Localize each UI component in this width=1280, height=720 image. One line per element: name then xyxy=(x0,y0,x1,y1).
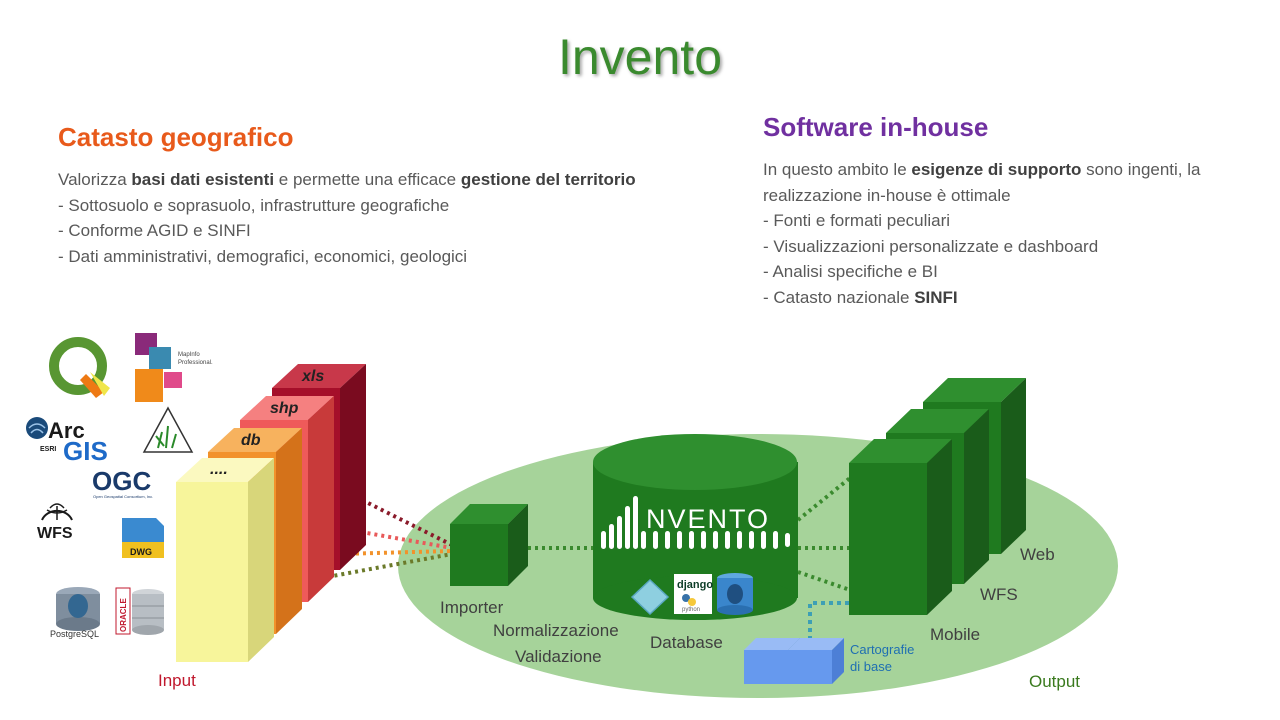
input-label-db: db xyxy=(241,432,261,449)
arcgis-text-arc: Arc xyxy=(48,418,85,443)
validation-label: Validazione xyxy=(515,647,602,666)
connector-mobile xyxy=(797,570,851,592)
database-cylinder: NVENTO django python xyxy=(593,434,798,620)
qgis-icon xyxy=(49,337,110,398)
connector-shp xyxy=(332,525,453,550)
cartografie-label: Cartografie di base xyxy=(850,641,914,675)
invento-logo-mark xyxy=(601,496,790,549)
postgres-db-icon xyxy=(717,573,753,615)
leaflet-icon xyxy=(630,578,670,616)
software-item: - Catasto nazionale SINFI xyxy=(763,285,1253,311)
grass-logo xyxy=(142,406,194,453)
software-intro-bold: esigenze di supporto xyxy=(911,160,1082,179)
importer-cube xyxy=(450,504,528,586)
input-box-dots xyxy=(176,458,274,662)
software-item-bold: SINFI xyxy=(914,287,958,307)
catasto-item: - Dati amministrativi, demografici, econ… xyxy=(58,246,468,266)
mapinfo-text-2: Professional. xyxy=(178,360,213,366)
output-web-label: Web xyxy=(1020,545,1055,564)
connector-xls xyxy=(361,498,453,547)
oracle-db-logo: ORACLE xyxy=(115,587,164,635)
ogc-logo: OGC Open Geospatial Consortium, Inc. xyxy=(92,466,153,499)
catasto-intro: Valorizza basi dati esistenti e permette… xyxy=(58,167,738,193)
arcgis-text-gis: GIS xyxy=(63,436,108,466)
database-label: Database xyxy=(650,633,723,652)
software-heading: Software in-house xyxy=(763,112,989,142)
catasto-intro-bold-2: gestione del territorio xyxy=(460,170,636,189)
software-intro-post: sono ingenti, la realizzazione in-house … xyxy=(763,160,1201,205)
output-mobile-label: Mobile xyxy=(930,625,981,644)
normalization-label: Normalizzazione xyxy=(493,621,619,640)
oracle-text: ORACLE xyxy=(119,598,128,632)
importer-label: Importer xyxy=(440,598,504,617)
cartografie-cubes xyxy=(744,638,844,684)
cartografie-line-1: Cartografie xyxy=(850,642,915,657)
cartografie-line-2: di base xyxy=(850,659,892,674)
connector-db xyxy=(299,549,453,557)
catasto-heading: Catasto geografico xyxy=(58,122,294,152)
python-text: python xyxy=(682,607,700,613)
catasto-intro-bold-1: basi dati esistenti xyxy=(131,170,275,189)
postgresql-logo: PostgreSQL xyxy=(50,587,100,639)
django-text: django xyxy=(677,579,713,591)
wfs-logo-text: WFS xyxy=(37,525,73,542)
catasto-intro-mid: e permette una efficace xyxy=(274,170,461,189)
output-connectors xyxy=(796,476,852,592)
software-item-pre: - Catasto nazionale xyxy=(763,287,915,307)
django-python-icon: django python xyxy=(674,574,713,614)
ogc-text: OGC xyxy=(92,466,151,496)
catasto-section: Catasto geografico Valorizza basi dati e… xyxy=(58,122,738,269)
dwg-text: DWG xyxy=(130,547,152,557)
catasto-item: - Conforme AGID e SINFI xyxy=(58,221,251,240)
invento-logo-text: NVENTO xyxy=(646,504,770,534)
ogc-subtext: Open Geospatial Consortium, Inc. xyxy=(93,494,153,499)
software-list: - Fonti e formati peculiari - Visualizza… xyxy=(763,208,1253,310)
arcgis-text-esri: ESRI xyxy=(40,446,56,453)
catasto-item: - Sottosuolo e soprasuolo, infrastruttur… xyxy=(58,195,450,215)
dwg-file-icon: DWG xyxy=(122,518,164,558)
output-wfs-label: WFS xyxy=(980,585,1018,604)
software-item: - Visualizzazioni personalizzate e dashb… xyxy=(763,236,1099,256)
postgresql-text: PostgreSQL xyxy=(50,629,99,639)
input-label: Input xyxy=(158,671,196,690)
output-label: Output xyxy=(1029,672,1081,691)
input-label-dots: .... xyxy=(210,461,228,478)
mapinfo-logo: MapInfo Professional. xyxy=(135,333,213,402)
catasto-intro-pre: Valorizza xyxy=(58,170,132,189)
wfs-globe-icon: WFS xyxy=(37,503,73,542)
input-label-xls: xls xyxy=(301,368,324,385)
mapinfo-text-1: MapInfo xyxy=(178,352,200,358)
connector-dots xyxy=(299,552,453,584)
page-title: Invento xyxy=(557,29,722,85)
software-item: - Analisi specifiche e BI xyxy=(763,262,938,281)
software-intro: In questo ambito le esigenze di supporto… xyxy=(763,157,1253,208)
input-connectors xyxy=(299,498,453,584)
software-intro-pre: In questo ambito le xyxy=(763,160,912,179)
arcgis-logo: Arc GIS ESRI xyxy=(26,417,108,466)
catasto-list: - Sottosuolo e soprasuolo, infrastruttur… xyxy=(58,193,738,270)
output-cube-mobile xyxy=(849,439,952,615)
input-label-shp: shp xyxy=(270,400,299,417)
software-section: Software in-house In questo ambito le es… xyxy=(763,112,1253,310)
software-item: - Fonti e formati peculiari xyxy=(763,211,951,230)
